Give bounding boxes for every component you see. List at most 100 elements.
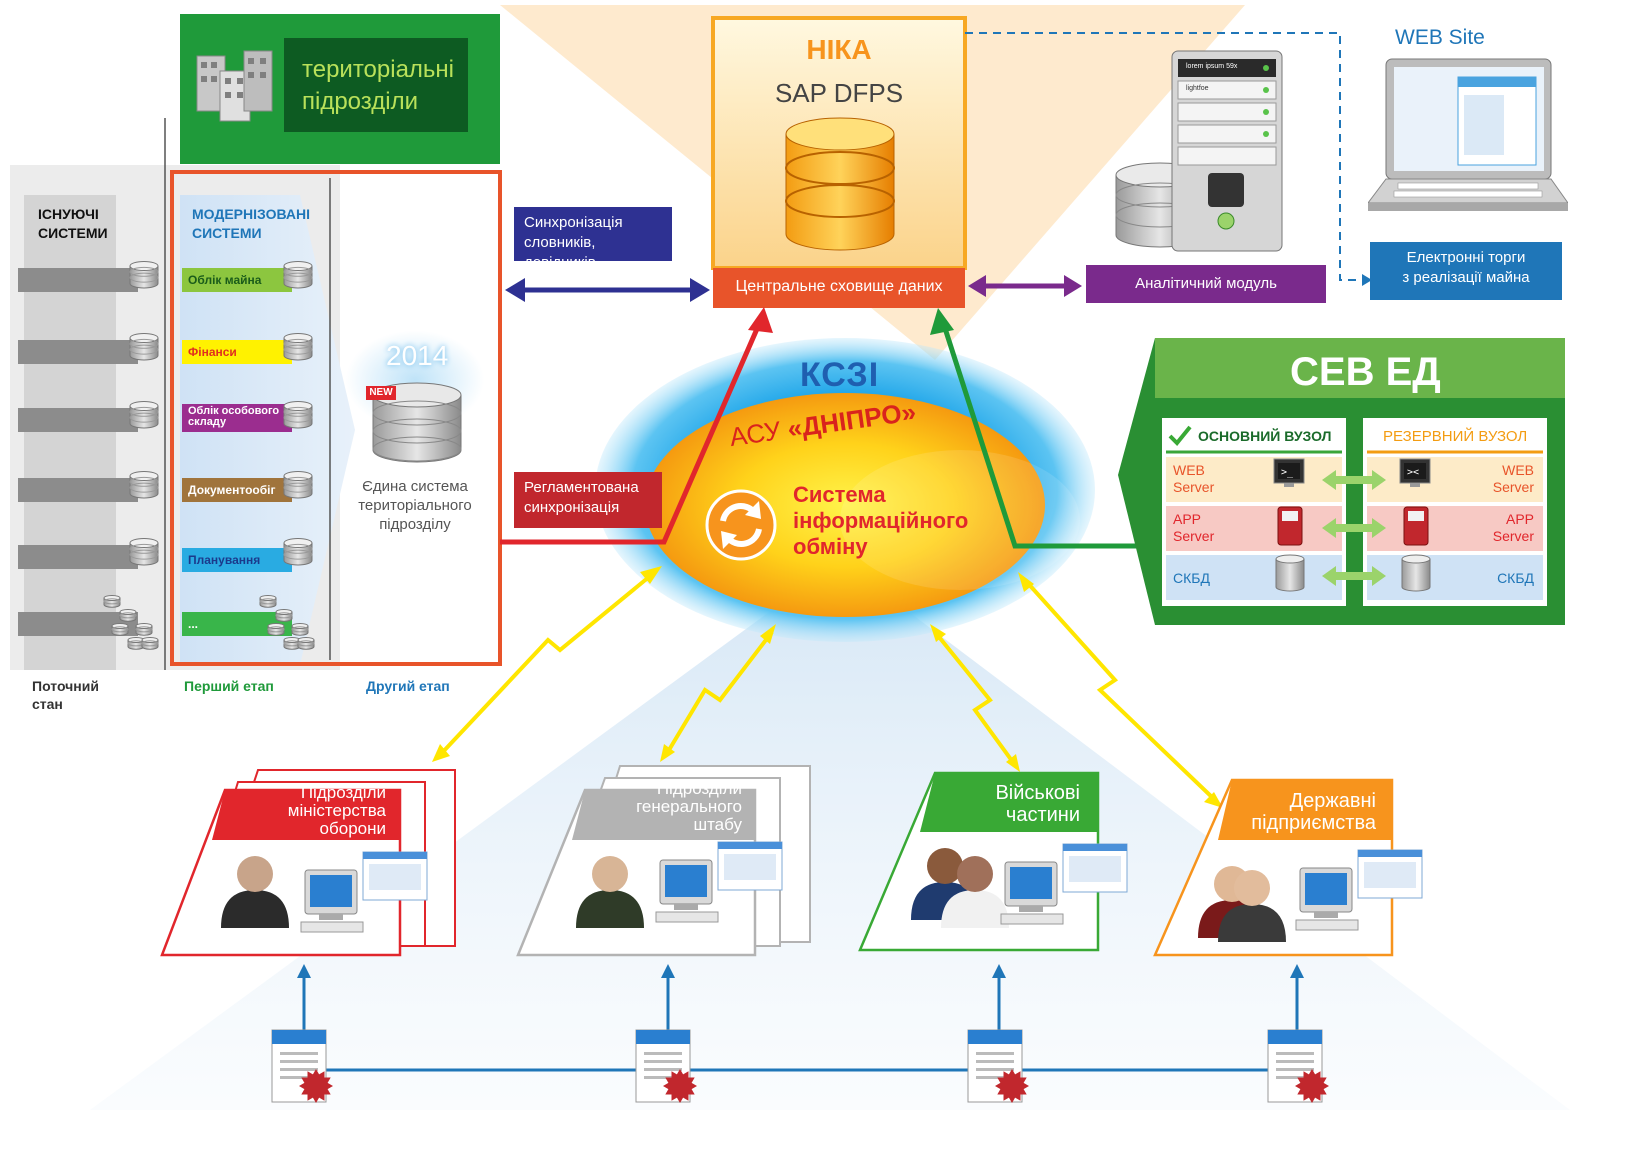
unit-military-title: Військові частини — [940, 782, 1080, 826]
sev-node-icons: >_ >< — [1273, 458, 1431, 592]
regulated-sync-banner: Регламентована синхронізація — [514, 472, 662, 528]
info-exchange-line1: Система — [793, 482, 886, 507]
svg-text:><: >< — [1407, 467, 1419, 478]
database-icon — [129, 333, 159, 361]
backup-node-label: РЕЗЕРВНИЙ ВУЗОЛ — [1383, 428, 1528, 445]
document-seal-icon — [635, 1029, 697, 1103]
central-database-icon — [785, 117, 895, 251]
computer-icon — [655, 841, 783, 923]
backup-app-server: APP Server — [1470, 511, 1534, 545]
e-trading-line1: Електронні торги — [1406, 249, 1526, 266]
stage-first: Перший етап — [184, 678, 274, 694]
dbms-icon — [1275, 554, 1305, 592]
main-node-label: ОСНОВНИЙ ВУЗОЛ — [1198, 428, 1332, 444]
database-cluster-icon — [103, 594, 121, 608]
database-icon — [129, 401, 159, 429]
computer-icon — [1295, 849, 1423, 931]
analytics-module-label: Аналітичний модуль — [1135, 275, 1277, 292]
backup-app-line1: APP — [1505, 511, 1534, 527]
dbms-icon — [1401, 554, 1431, 592]
new-badge: NEW — [366, 386, 396, 400]
system-personnel-accounting: Облік особового складу — [182, 404, 292, 432]
database-icon — [283, 471, 313, 499]
modernized-systems-heading-line2: СИСТЕМИ — [192, 225, 262, 241]
nika-title: НІКА — [806, 34, 872, 65]
sync-dictionaries-line2: словників, довідників — [524, 234, 596, 271]
info-exchange-line3: обміну — [793, 534, 868, 559]
nika-subtitle: SAP DFPS — [774, 78, 904, 108]
territorial-title-box: територіальні підрозділи — [284, 38, 468, 132]
regulated-sync-line2: синхронізація — [524, 499, 620, 516]
system-asset-accounting: Облік майна — [182, 268, 292, 292]
main-web-line2: Server — [1173, 479, 1215, 495]
office-buildings-icon — [196, 50, 273, 122]
unit-state-line1: Державні — [1289, 790, 1376, 812]
central-storage-label: Центральне сховище даних — [735, 278, 943, 295]
system-document-flow: Документообіг — [182, 478, 292, 502]
backup-dbms: СКБД — [1470, 570, 1534, 587]
unit-mod-title: Підрозділи міністерства оборони — [250, 784, 386, 838]
unit-state-line2: підприємства — [1251, 812, 1376, 834]
unified-caption-line3: підрозділу — [379, 516, 451, 533]
app-server-icon — [1403, 506, 1429, 546]
sync-dictionaries-line1: Синхронізація — [524, 214, 623, 231]
main-app-line2: Server — [1173, 528, 1215, 544]
svg-text:>_: >_ — [1281, 467, 1294, 478]
system-finance: Фінанси — [182, 340, 292, 364]
unit-state-title: Державні підприємства — [1230, 790, 1376, 834]
territorial-units-panel: територіальні підрозділи — [180, 14, 500, 164]
existing-systems-heading-line1: ІСНУЮЧІ — [38, 206, 99, 222]
sev-title: СЕВ ЕД — [1290, 350, 1441, 394]
main-web-line1: WEB — [1173, 462, 1205, 478]
analytics-module-banner: Аналітичний модуль — [1086, 265, 1326, 303]
database-cluster-icon — [119, 608, 137, 622]
territorial-title-line2: підрозділи — [302, 88, 418, 115]
unit-mod-more: ... — [432, 794, 446, 811]
kszi-label: КСЗІ — [800, 356, 880, 394]
regulated-sync-line1: Регламентована — [524, 479, 639, 496]
database-cluster-icon — [141, 636, 159, 650]
unit-gs-title: Підрозділи генерального штабу — [600, 780, 742, 834]
unit-gs-line1: Підрозділи — [656, 779, 742, 798]
backup-web-server: WEB Server — [1470, 462, 1534, 496]
legacy-databases — [103, 261, 315, 650]
main-dbms-line1: СКБД — [1173, 570, 1210, 586]
sync-dictionaries-banner: Синхронізація словників, довідників — [514, 207, 672, 271]
backup-web-line2: Server — [1492, 479, 1534, 495]
backup-dbms-line1: СКБД — [1497, 570, 1534, 586]
database-cluster-icon — [275, 608, 293, 622]
main-app-server: APP Server — [1173, 511, 1214, 545]
existing-systems-heading-line2: СИСТЕМИ — [38, 225, 108, 241]
unit-military-line1: Військові — [995, 782, 1080, 804]
stage-second: Другий етап — [366, 678, 450, 694]
app-server-icon — [1277, 506, 1303, 546]
unit-mod-line1: Підрозділи — [300, 783, 386, 802]
stage-current-line2: стан — [32, 696, 63, 712]
server-label-2: lightfoe — [1186, 85, 1209, 92]
database-icon — [283, 261, 313, 289]
unit-military-line2: частини — [1005, 804, 1080, 826]
backup-app-line2: Server — [1492, 528, 1534, 544]
main-dbms: СКБД — [1173, 570, 1210, 587]
database-cluster-icon — [259, 594, 277, 608]
document-seal-icon — [967, 1029, 1029, 1103]
laptop-icon — [1368, 58, 1568, 211]
unit-gs-line2: генерального — [636, 797, 742, 816]
backup-web-line1: WEB — [1502, 462, 1534, 478]
database-icon — [283, 333, 313, 361]
database-icon — [129, 261, 159, 289]
document-seal-icon — [271, 1029, 333, 1103]
sync-icon — [705, 489, 777, 561]
system-planning: Планування — [182, 548, 292, 572]
officer-icon — [576, 856, 644, 928]
e-trading-line2: з реалізації майна — [1402, 269, 1530, 286]
database-cluster-icon — [135, 622, 153, 636]
checkmark-icon — [1168, 425, 1192, 446]
server-label-1: lorem ipsum 59x — [1186, 63, 1238, 70]
monitor-icon: >_ — [1273, 458, 1305, 487]
sailor-icon — [941, 856, 1009, 928]
unit-gs-line3: штабу — [693, 815, 742, 834]
computer-icon — [300, 851, 428, 933]
unit-mod-line2: міністерства — [287, 801, 386, 820]
